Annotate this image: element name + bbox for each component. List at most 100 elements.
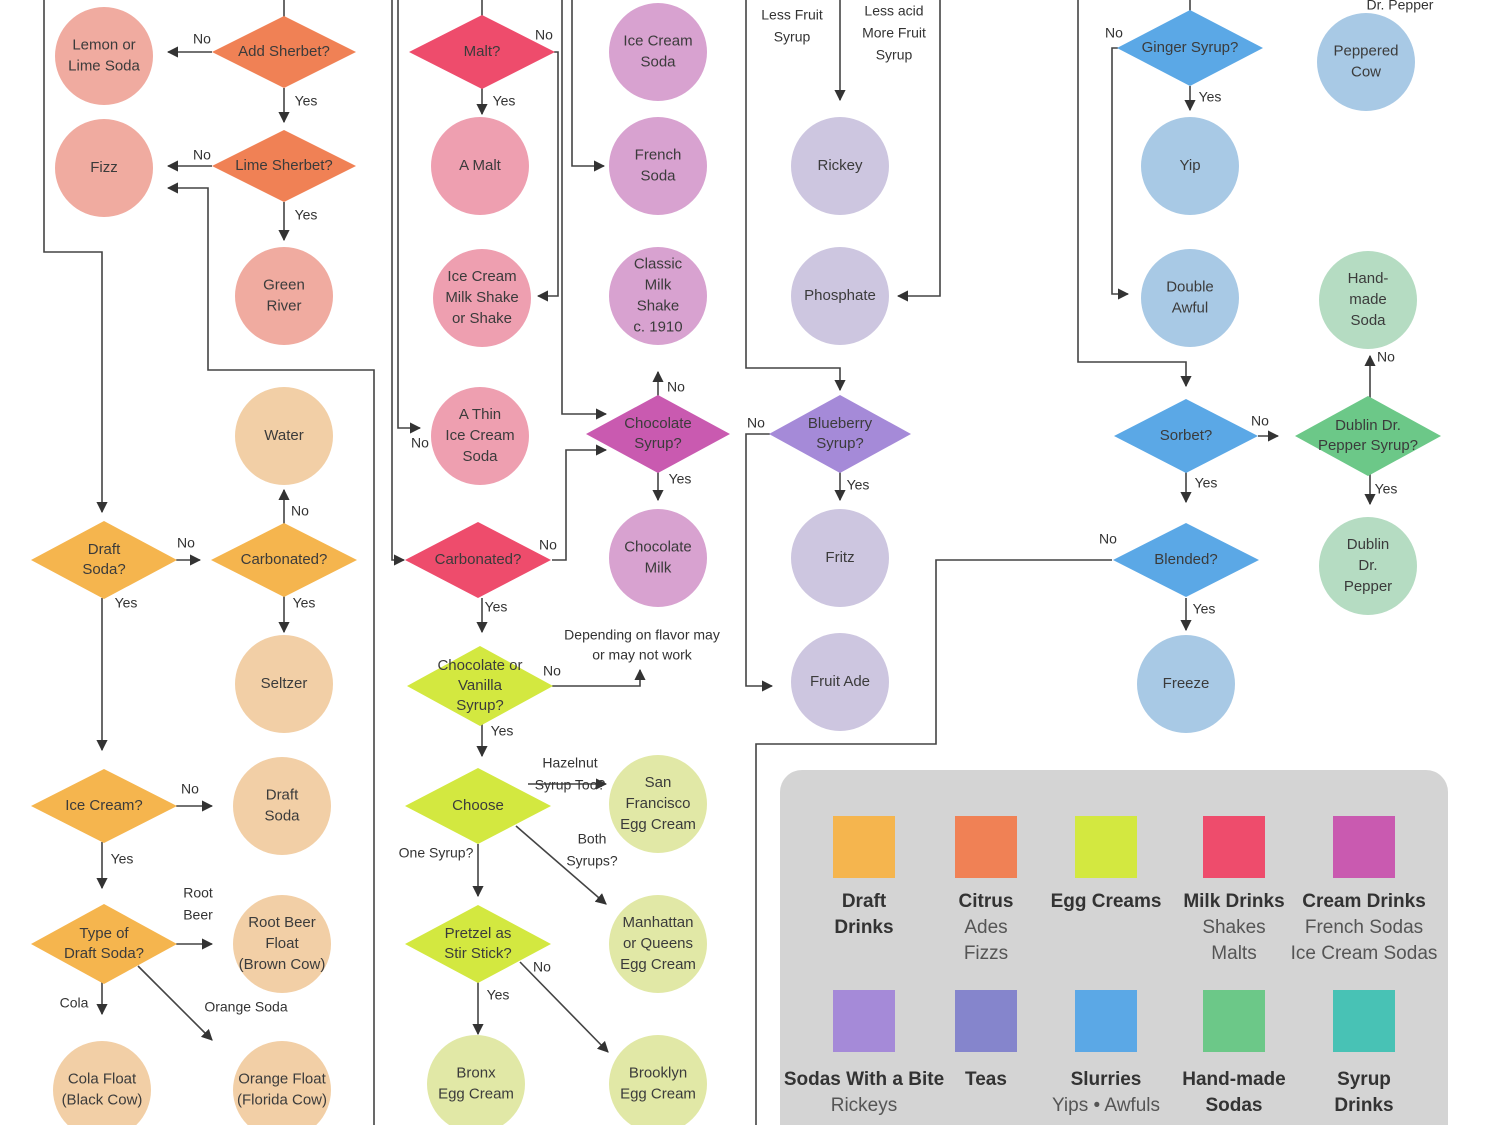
edge-label-yes-add-sherbet: Yes: [295, 93, 318, 109]
result-circle: [609, 3, 707, 101]
edge-label-one-syrup: One Syrup?: [399, 845, 474, 861]
edge-label-no-carbonated-draft: No: [291, 503, 309, 519]
edge-label-no-pretzel: No: [533, 959, 551, 975]
decision-diamond: [1295, 396, 1441, 476]
edge-label-no-malt: No: [535, 27, 553, 43]
decision-diamond: [31, 904, 177, 984]
result-circle: [609, 247, 707, 345]
legend-title: Draft: [842, 891, 887, 912]
decision-label: Syrup?: [456, 697, 504, 714]
result-circle: [431, 387, 529, 485]
result-label: (Black Cow): [62, 1091, 143, 1108]
edge-label-hazelnut-1: Hazelnut: [542, 755, 597, 771]
flowchart-shapes: Add Sherbet?Lime Sherbet?Malt?ChocolateS…: [31, 3, 1441, 1125]
result-circle: [609, 117, 707, 215]
result-circle: [1137, 635, 1235, 733]
result-circle: [791, 247, 889, 345]
edge-label-yes-carbonated-draft: Yes: [293, 595, 316, 611]
edge-label-no-lime-sherbet: No: [193, 147, 211, 163]
edge-label-both-1: Both: [578, 831, 607, 847]
result-label: Cow: [1351, 63, 1381, 80]
legend-panel: [780, 770, 1448, 1125]
result-label: Pepper: [1344, 578, 1392, 595]
decision-diamond: [212, 16, 356, 88]
legend-subtitle: Yips • Awfuls: [1052, 1095, 1160, 1116]
decision-blended: Blended?: [1113, 523, 1259, 597]
legend-subtitle: Malts: [1211, 943, 1256, 964]
edge-label-no-choc-vanilla: No: [543, 663, 561, 679]
decision-label: Chocolate: [624, 415, 692, 432]
result-label: or Queens: [623, 935, 693, 952]
result-label: Manhattan: [623, 914, 694, 931]
decision-malt: Malt?: [409, 15, 555, 89]
legend-subtitle: Ice Cream Sodas: [1291, 943, 1438, 964]
result-cola-float: Cola Float(Black Cow): [53, 1041, 151, 1125]
result-label: Draft: [266, 786, 299, 803]
legend-swatch: [955, 816, 1017, 878]
decision-ice-cream-q: Ice Cream?: [31, 769, 177, 843]
result-circle: [233, 895, 331, 993]
result-label: Rickey: [817, 157, 863, 174]
edge-label-yes-blended: Yes: [1193, 601, 1216, 617]
result-label: Egg Cream: [438, 1085, 514, 1102]
edge-label-no-ice-cream: No: [181, 781, 199, 797]
legend-subtitle: French Sodas: [1305, 917, 1423, 938]
result-label: Lemon or: [72, 36, 135, 53]
result-label: Brooklyn: [629, 1064, 687, 1081]
edge-label-no-blueberry: No: [747, 415, 765, 431]
result-water: Water: [235, 387, 333, 485]
result-circle: [791, 117, 889, 215]
decision-label: Lime Sherbet?: [235, 157, 333, 174]
edge-label-yes-ice-cream: Yes: [111, 851, 134, 867]
result-circle: [233, 757, 331, 855]
legend-title: Egg Creams: [1051, 891, 1162, 912]
result-label: French: [635, 146, 682, 163]
result-label: Chocolate: [624, 538, 692, 555]
result-label: Water: [264, 427, 303, 444]
result-circle: [1319, 251, 1417, 349]
result-label: Yip: [1179, 157, 1200, 174]
edge-label-less-acid-3: Syrup: [876, 47, 913, 63]
result-circle: [55, 7, 153, 105]
edge-label-yes-dublin: Yes: [1375, 481, 1398, 497]
decision-label: Vanilla: [458, 677, 503, 694]
result-circle: [233, 1041, 331, 1125]
decision-diamond: [586, 395, 730, 473]
result-circle: [427, 1035, 525, 1125]
result-circle: [1141, 249, 1239, 347]
result-label: Francisco: [625, 795, 690, 812]
decision-add-sherbet: Add Sherbet?: [212, 16, 356, 88]
edge-label-yes-pretzel: Yes: [487, 987, 510, 1003]
decision-label: Ginger Syrup?: [1142, 39, 1239, 56]
edge-label-yes-choc-syrup: Yes: [669, 471, 692, 487]
result-label: Soda: [640, 53, 676, 70]
edge-label-no-choc-syrup: No: [667, 379, 685, 395]
result-label: Ice Cream: [447, 268, 516, 285]
decision-diamond: [31, 521, 177, 599]
legend-item-egg: Egg Creams: [1051, 816, 1162, 912]
result-circle: [1317, 13, 1415, 111]
legend-title: Cream Drinks: [1302, 891, 1426, 912]
decision-label: Chocolate or: [437, 657, 522, 674]
result-a-malt: A Malt: [431, 117, 529, 215]
edge-label-yes-blueberry: Yes: [847, 477, 870, 493]
edge-label-no-thin: No: [411, 435, 429, 451]
edge-label-yes-carbonated-milk: Yes: [485, 599, 508, 615]
edge-label-less-fruit-2: Syrup: [774, 29, 811, 45]
decision-label: Malt?: [464, 43, 501, 60]
result-label: Egg Cream: [620, 1085, 696, 1102]
decision-diamond: [1114, 399, 1258, 473]
result-circle: [609, 755, 707, 853]
